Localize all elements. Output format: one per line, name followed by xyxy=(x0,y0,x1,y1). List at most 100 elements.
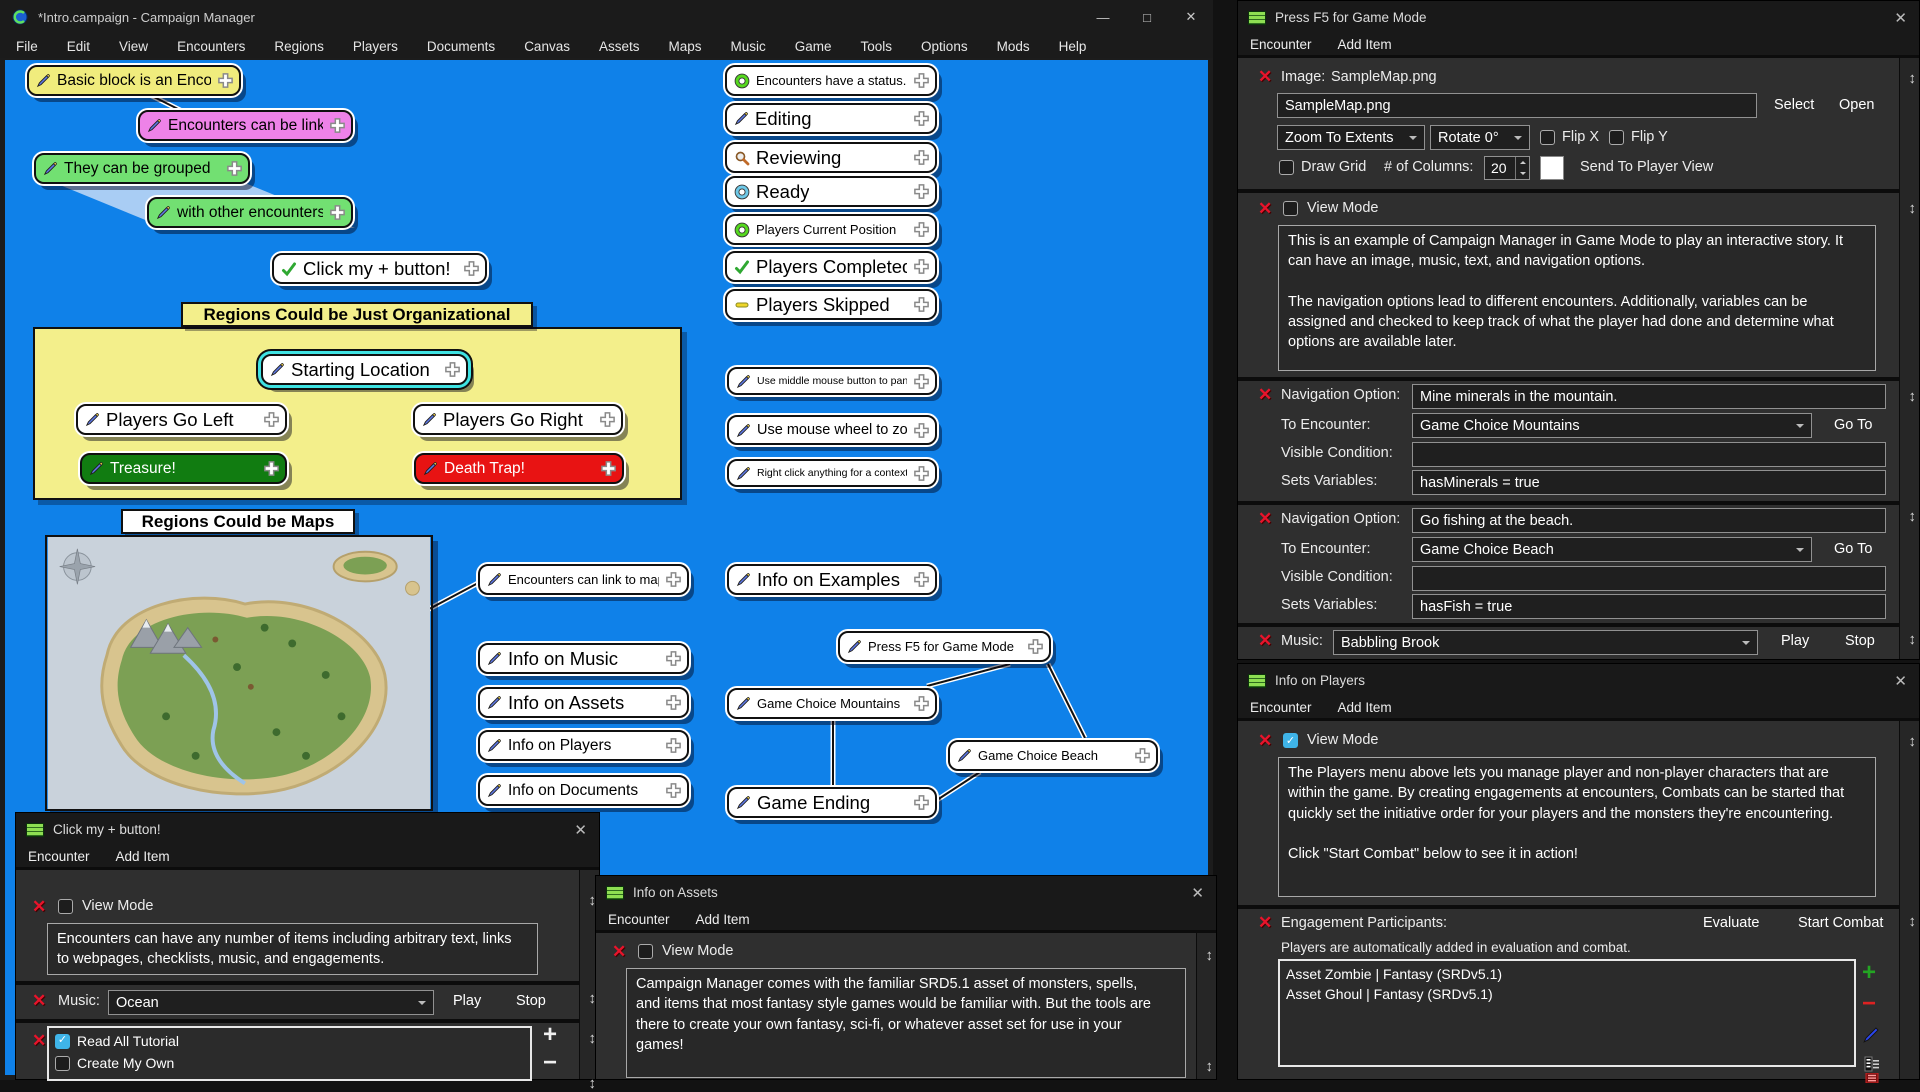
add-item-plus-button[interactable] xyxy=(913,373,930,390)
encounter-text[interactable]: Campaign Manager comes with the familiar… xyxy=(626,968,1186,1078)
menu-encounter[interactable]: Encounter xyxy=(28,849,90,864)
add-item-plus-button[interactable] xyxy=(913,794,930,811)
canvas-node-starting-location[interactable]: Starting Location xyxy=(261,354,468,385)
menu-tools[interactable]: Tools xyxy=(860,38,893,54)
canvas-node-players-go-left[interactable]: Players Go Left xyxy=(76,404,287,435)
delete-item-icon[interactable]: ✕ xyxy=(1258,67,1273,86)
add-item-plus-button[interactable] xyxy=(263,460,280,477)
add-item-plus-button[interactable] xyxy=(1027,638,1044,655)
delete-item-icon[interactable]: ✕ xyxy=(1258,385,1273,404)
canvas-node-death-trap[interactable]: Death Trap! xyxy=(414,453,624,484)
nav-option-input[interactable]: Mine minerals in the mountain. xyxy=(1412,384,1886,409)
canvas-node-grouped[interactable]: They can be grouped xyxy=(34,153,250,184)
menu-game[interactable]: Game xyxy=(794,38,832,54)
music-dropdown[interactable]: Babbling Brook xyxy=(1333,630,1758,655)
menu-add-item[interactable]: Add Item xyxy=(1337,700,1392,715)
menu-encounters[interactable]: Encounters xyxy=(177,38,246,54)
remove-checklist-item-button[interactable]: − xyxy=(543,1049,558,1076)
resize-handle-icon[interactable]: ↕ xyxy=(1908,70,1917,87)
canvas-node-game-choice-beach[interactable]: Game Choice Beach xyxy=(948,740,1158,771)
canvas-node-ready[interactable]: Ready xyxy=(725,176,937,207)
canvas-node-click-plus[interactable]: Click my + button! xyxy=(272,253,487,284)
region-header-organizational[interactable]: Regions Could be Just Organizational xyxy=(181,302,533,327)
close-icon[interactable]: ✕ xyxy=(574,821,587,839)
canvas-node-other-encounters[interactable]: with other encounters. xyxy=(147,197,353,228)
add-item-plus-button[interactable] xyxy=(600,460,617,477)
add-item-plus-button[interactable] xyxy=(913,110,930,127)
delete-item-icon[interactable]: ✕ xyxy=(32,1031,47,1050)
stop-button[interactable]: Stop xyxy=(1845,633,1875,649)
nav-option-input[interactable]: Go fishing at the beach. xyxy=(1412,508,1886,533)
encounter-text[interactable]: This is an example of Campaign Manager i… xyxy=(1278,225,1876,371)
menu-maps[interactable]: Maps xyxy=(668,38,702,54)
panel-titlebar[interactable]: Press F5 for Game Mode ✕ xyxy=(1238,1,1919,34)
columns-spinner[interactable]: 20 xyxy=(1484,156,1530,180)
menu-view[interactable]: View xyxy=(119,38,149,54)
canvas-node-tip-pan[interactable]: Use middle mouse button to pan. xyxy=(727,367,937,395)
zoom-dropdown[interactable]: Zoom To Extents xyxy=(1277,125,1425,150)
encounter-text[interactable]: The Players menu above lets you manage p… xyxy=(1278,757,1876,897)
image-filename-input[interactable]: SampleMap.png xyxy=(1277,93,1757,118)
canvas-node-game-choice-mountains[interactable]: Game Choice Mountains xyxy=(727,688,937,719)
menu-add-item[interactable]: Add Item xyxy=(695,912,750,927)
add-participant-button[interactable]: + xyxy=(1862,959,1877,986)
menu-add-item[interactable]: Add Item xyxy=(115,849,170,864)
rotate-dropdown[interactable]: Rotate 0° xyxy=(1430,125,1530,150)
close-button[interactable]: ✕ xyxy=(1185,9,1197,24)
minimize-button[interactable]: — xyxy=(1096,9,1110,25)
select-button[interactable]: Select xyxy=(1774,97,1815,113)
encounter-text[interactable]: Encounters can have any number of items … xyxy=(47,923,538,975)
visible-condition-input[interactable] xyxy=(1412,566,1886,591)
canvas-node-info-documents[interactable]: Info on Documents xyxy=(478,775,689,806)
flip-y-checkbox[interactable]: ✓ xyxy=(1609,130,1624,145)
add-item-plus-button[interactable] xyxy=(1134,747,1151,764)
view-mode-checkbox[interactable]: ✓ xyxy=(638,944,653,959)
canvas-node-info-assets[interactable]: Info on Assets xyxy=(478,687,689,718)
sets-variables-input[interactable]: hasFish = true xyxy=(1412,594,1886,619)
menu-encounter[interactable]: Encounter xyxy=(1250,37,1312,52)
canvas-node-players-completed[interactable]: Players Completed xyxy=(725,251,937,282)
section-resize-gutter[interactable]: ↕ ↕ xyxy=(1899,721,1919,1079)
resize-handle-icon[interactable]: ↕ xyxy=(588,990,597,1007)
open-button[interactable]: Open xyxy=(1839,97,1875,113)
canvas-node-treasure[interactable]: Treasure! xyxy=(80,453,287,484)
menu-canvas[interactable]: Canvas xyxy=(524,38,570,54)
play-button[interactable]: Play xyxy=(453,993,482,1009)
add-item-plus-button[interactable] xyxy=(913,571,930,588)
participant-row[interactable]: Asset Zombie | Fantasy (SRDv5.1) xyxy=(1286,966,1503,982)
checklist-checkbox[interactable]: ✓ xyxy=(55,1055,70,1071)
resize-handle-icon[interactable]: ↕ xyxy=(1908,913,1917,930)
participants-listbox[interactable]: Asset Zombie | Fantasy (SRDv5.1) Asset G… xyxy=(1278,959,1856,1067)
add-item-plus-button[interactable] xyxy=(665,571,682,588)
add-item-plus-button[interactable] xyxy=(913,695,930,712)
add-item-plus-button[interactable] xyxy=(217,72,234,89)
canvas-node-tip-zoom[interactable]: Use mouse wheel to zoom. xyxy=(727,415,937,445)
canvas-node-players-current-position[interactable]: Players Current Position xyxy=(725,214,937,245)
add-item-plus-button[interactable] xyxy=(913,258,930,275)
resize-handle-icon[interactable]: ↕ xyxy=(1908,388,1917,405)
panel-titlebar[interactable]: Info on Assets ✕ xyxy=(596,876,1216,909)
menu-documents[interactable]: Documents xyxy=(426,38,496,54)
menu-players[interactable]: Players xyxy=(352,38,398,54)
resize-handle-icon[interactable]: ↕ xyxy=(1908,631,1917,648)
menu-encounter[interactable]: Encounter xyxy=(608,912,670,927)
canvas-node-basic-block[interactable]: Basic block is an Encounter xyxy=(27,65,241,96)
view-mode-checkbox[interactable]: ✓ xyxy=(1283,733,1298,748)
draw-grid-checkbox[interactable]: ✓ xyxy=(1279,160,1294,175)
add-checklist-item-button[interactable]: + xyxy=(543,1021,558,1048)
menu-file[interactable]: File xyxy=(16,38,38,54)
add-item-plus-button[interactable] xyxy=(226,160,243,177)
add-item-plus-button[interactable] xyxy=(913,422,930,439)
region-map-image[interactable] xyxy=(45,535,433,811)
add-item-plus-button[interactable] xyxy=(329,117,346,134)
view-mode-checkbox[interactable]: ✓ xyxy=(1283,201,1298,216)
add-item-plus-button[interactable] xyxy=(913,296,930,313)
close-icon[interactable]: ✕ xyxy=(1191,884,1204,902)
maximize-button[interactable]: □ xyxy=(1143,9,1151,25)
menu-assets[interactable]: Assets xyxy=(598,38,640,54)
reorder-list-icon[interactable] xyxy=(1864,1056,1880,1072)
menu-edit[interactable]: Edit xyxy=(66,38,91,54)
delete-item-icon[interactable]: ✕ xyxy=(1258,731,1273,750)
add-item-plus-button[interactable] xyxy=(913,72,930,89)
resize-handle-icon[interactable]: ↕ xyxy=(1908,508,1917,525)
